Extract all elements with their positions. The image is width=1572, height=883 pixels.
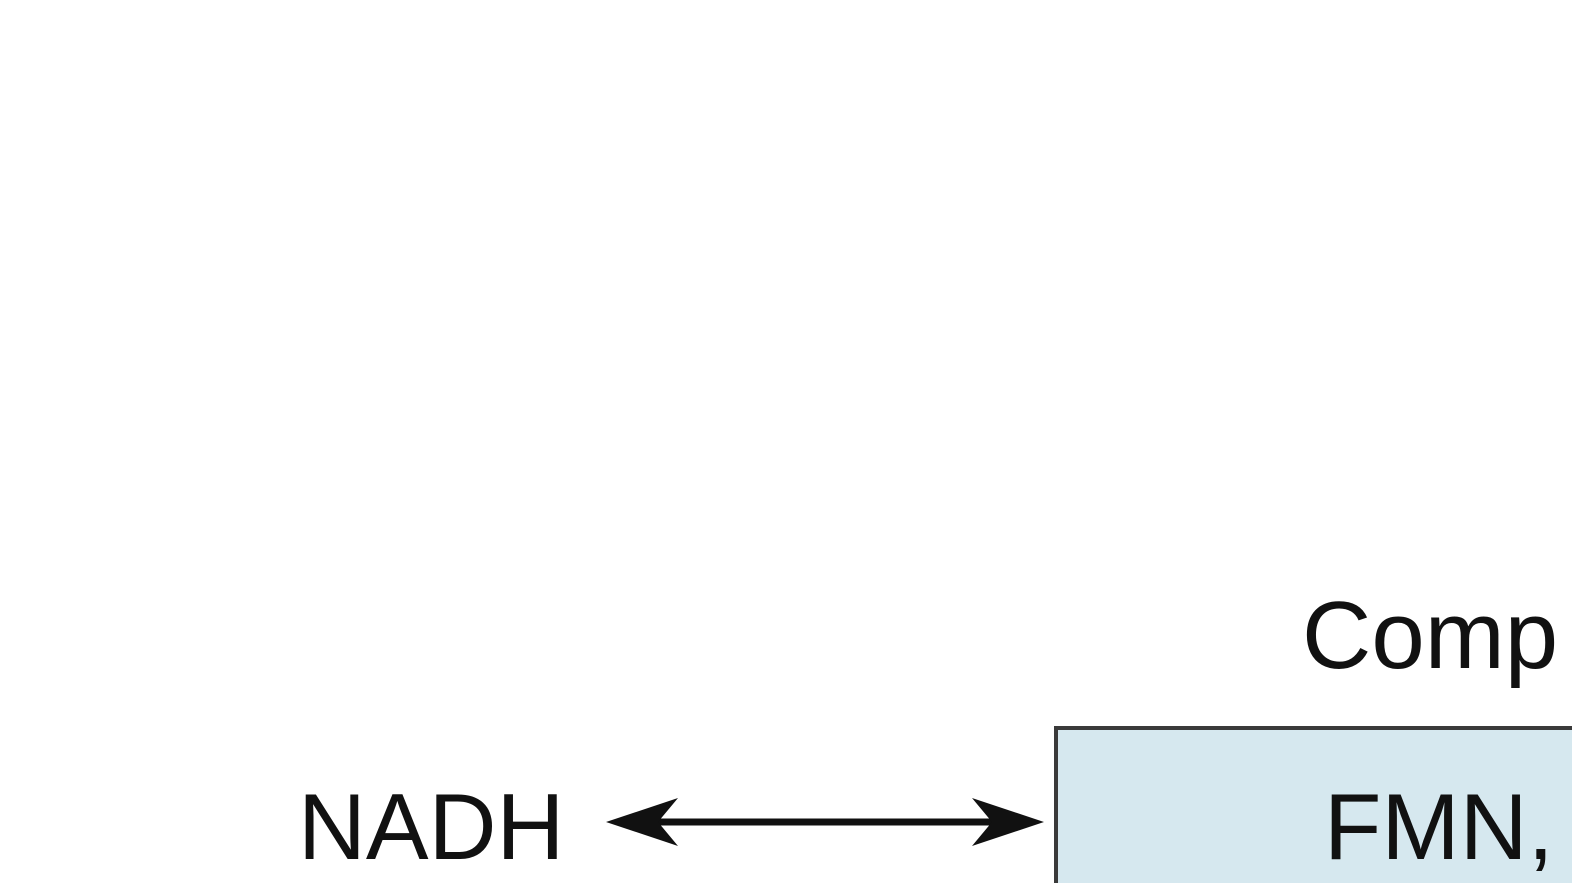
arrow-head-left — [606, 798, 678, 846]
complex-label: Comp — [1302, 582, 1559, 689]
arrow-head-right — [972, 798, 1044, 846]
complex-box-text: FMN, — [1324, 774, 1554, 879]
nadh-label: NADH — [298, 774, 565, 879]
double-headed-arrow-icon — [606, 798, 1044, 846]
complex-box — [1054, 726, 1572, 883]
